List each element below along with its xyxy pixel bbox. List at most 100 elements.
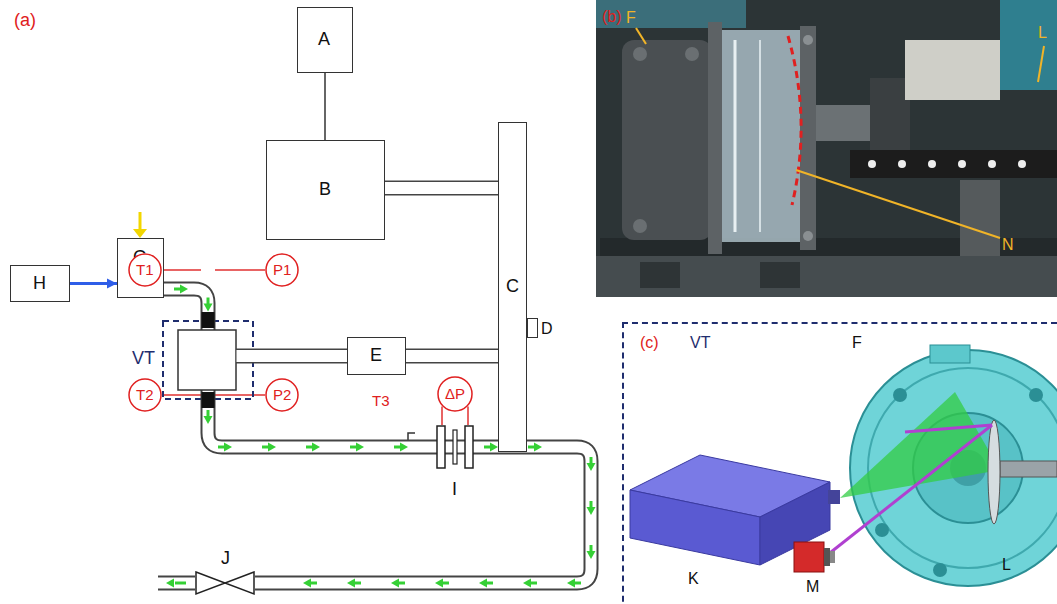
cad-illustration bbox=[630, 345, 1057, 586]
sensor-ring bbox=[438, 377, 472, 411]
drive-box: C bbox=[498, 122, 527, 452]
node-label: P1 bbox=[273, 261, 291, 278]
coupling bbox=[202, 312, 215, 328]
connector-line bbox=[324, 73, 326, 140]
flow-arrow-head bbox=[479, 579, 487, 588]
flow-arrow-head bbox=[204, 416, 213, 424]
pipe-wall bbox=[255, 447, 591, 583]
feed-line bbox=[139, 212, 142, 231]
pipe-wall bbox=[164, 289, 208, 320]
sensor-circle: ΔP bbox=[437, 376, 473, 412]
camera-body bbox=[794, 542, 824, 572]
node-label: B bbox=[319, 179, 331, 200]
flow-arrow bbox=[484, 446, 491, 449]
bar-hole bbox=[868, 160, 876, 168]
flow-arrow bbox=[174, 288, 181, 291]
node-label: T1 bbox=[136, 261, 154, 278]
flow-arrow bbox=[442, 582, 449, 585]
flow-arrow bbox=[354, 582, 361, 585]
leader-line bbox=[1038, 46, 1044, 82]
sensor-circle: T1 bbox=[128, 253, 162, 287]
bolt-hole bbox=[893, 388, 907, 402]
shaft-wall bbox=[406, 349, 498, 364]
valve-half bbox=[196, 572, 225, 594]
sensor-circle: T2 bbox=[128, 378, 162, 412]
bar-hole bbox=[928, 160, 936, 168]
flow-arrow-head bbox=[400, 443, 408, 452]
flow-arrow-head bbox=[587, 463, 596, 471]
motor-top bbox=[596, 0, 746, 28]
sensor-ring bbox=[129, 254, 161, 286]
flow-arrow bbox=[218, 446, 225, 449]
clamp bbox=[760, 262, 800, 288]
flow-arrow-head bbox=[523, 579, 531, 588]
flow-arrow bbox=[350, 446, 357, 449]
shaft-bore bbox=[406, 350, 498, 362]
thermo-tick bbox=[408, 433, 415, 440]
pipe-bore bbox=[158, 577, 195, 589]
bar-hole bbox=[1018, 160, 1026, 168]
shaft-bore bbox=[254, 350, 347, 362]
callout-letter: L bbox=[1002, 556, 1011, 574]
process-box: A bbox=[297, 7, 353, 73]
flow-arrow-head bbox=[567, 579, 575, 588]
clear-casing bbox=[722, 30, 800, 242]
flange-plate bbox=[800, 26, 816, 250]
inlet-port bbox=[930, 345, 970, 363]
node-label: A bbox=[318, 29, 330, 50]
sensor-label: T3 bbox=[372, 392, 390, 409]
node-label: I bbox=[452, 479, 457, 500]
sensor-ring bbox=[266, 379, 298, 411]
pipe-connector bbox=[255, 443, 596, 588]
motor-right bbox=[1000, 0, 1057, 90]
flow-arrow bbox=[590, 457, 593, 464]
flow-arrow bbox=[590, 501, 593, 508]
outlet-pipe bbox=[158, 577, 195, 590]
connector-line bbox=[70, 282, 109, 285]
pipe-wall bbox=[158, 589, 195, 591]
callout-letter: F bbox=[852, 334, 862, 352]
flow-arrow-head bbox=[224, 443, 232, 452]
coupling bbox=[202, 392, 215, 408]
flow-arrow-head bbox=[347, 579, 355, 588]
bar-hole bbox=[958, 160, 966, 168]
tap-line bbox=[162, 269, 201, 271]
pipe-bore bbox=[255, 447, 591, 583]
node-label: E bbox=[370, 345, 382, 366]
callout-letter: N bbox=[1002, 236, 1014, 254]
sensor-circle: P1 bbox=[265, 253, 299, 287]
node-label: H bbox=[33, 273, 46, 294]
orifice-plate bbox=[453, 430, 457, 464]
laser-nozzle bbox=[828, 490, 840, 504]
base-plate bbox=[596, 256, 1057, 297]
connector bbox=[70, 279, 117, 289]
flow-arrow bbox=[528, 446, 535, 449]
shaft-bore bbox=[237, 350, 255, 362]
tap-line bbox=[162, 394, 201, 396]
flow-arrow-head bbox=[391, 579, 399, 588]
node-label: (c) bbox=[640, 334, 659, 352]
bolt-hole bbox=[1029, 388, 1043, 402]
clamp bbox=[640, 262, 680, 288]
laser-front bbox=[630, 490, 760, 565]
torque-meter-box: E bbox=[347, 337, 406, 375]
photo-panel bbox=[596, 0, 1057, 297]
leader-line bbox=[636, 28, 646, 44]
stand bbox=[960, 180, 1000, 256]
flange-plate bbox=[708, 22, 722, 254]
flow-arrow-head bbox=[107, 279, 117, 289]
node-sublabel: VT bbox=[690, 334, 710, 352]
pipe-connector bbox=[204, 400, 437, 452]
pipe-wall bbox=[208, 400, 436, 447]
supply-box: H bbox=[10, 265, 70, 302]
flow-arrow bbox=[486, 582, 493, 585]
bolt bbox=[633, 219, 647, 233]
camera-ring bbox=[824, 548, 830, 566]
bolt bbox=[803, 35, 813, 45]
shaft-wall bbox=[254, 349, 347, 364]
node-label: ΔP bbox=[445, 385, 465, 402]
feed-head bbox=[133, 229, 147, 238]
